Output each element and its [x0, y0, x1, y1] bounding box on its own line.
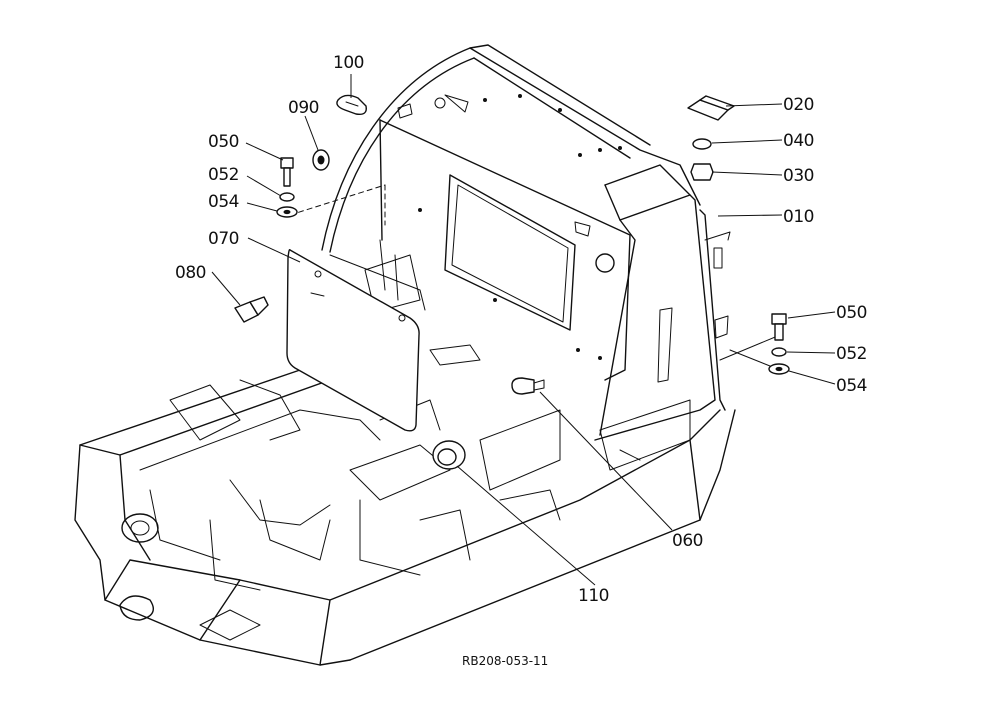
callout-080: 080	[175, 263, 206, 283]
callout-070: 070	[208, 229, 239, 249]
frame-chassis	[74, 344, 736, 666]
callout-050-left: 050	[208, 132, 239, 152]
callout-030: 030	[783, 166, 814, 186]
callout-052-left: 052	[208, 165, 239, 185]
callout-labels: 100 090 050 052 054 070 080 020 040 030 …	[175, 53, 867, 606]
callout-060: 060	[672, 531, 703, 551]
callout-054-right: 054	[836, 376, 867, 396]
callout-090: 090	[288, 98, 319, 118]
leader-lines	[211, 74, 836, 586]
callout-100: 100	[333, 53, 364, 73]
drawing-id: RB208-053-11	[462, 654, 548, 668]
callout-040: 040	[783, 131, 814, 151]
callout-020: 020	[783, 95, 814, 115]
hood-cover	[321, 44, 731, 441]
callout-050-right: 050	[836, 303, 867, 323]
hardware	[234, 94, 790, 470]
callout-054-left: 054	[208, 192, 239, 212]
callout-052-right: 052	[836, 344, 867, 364]
callout-010: 010	[783, 207, 814, 227]
callout-110: 110	[578, 586, 609, 606]
plate-070	[286, 248, 420, 432]
grommet-100-shape	[336, 94, 367, 116]
